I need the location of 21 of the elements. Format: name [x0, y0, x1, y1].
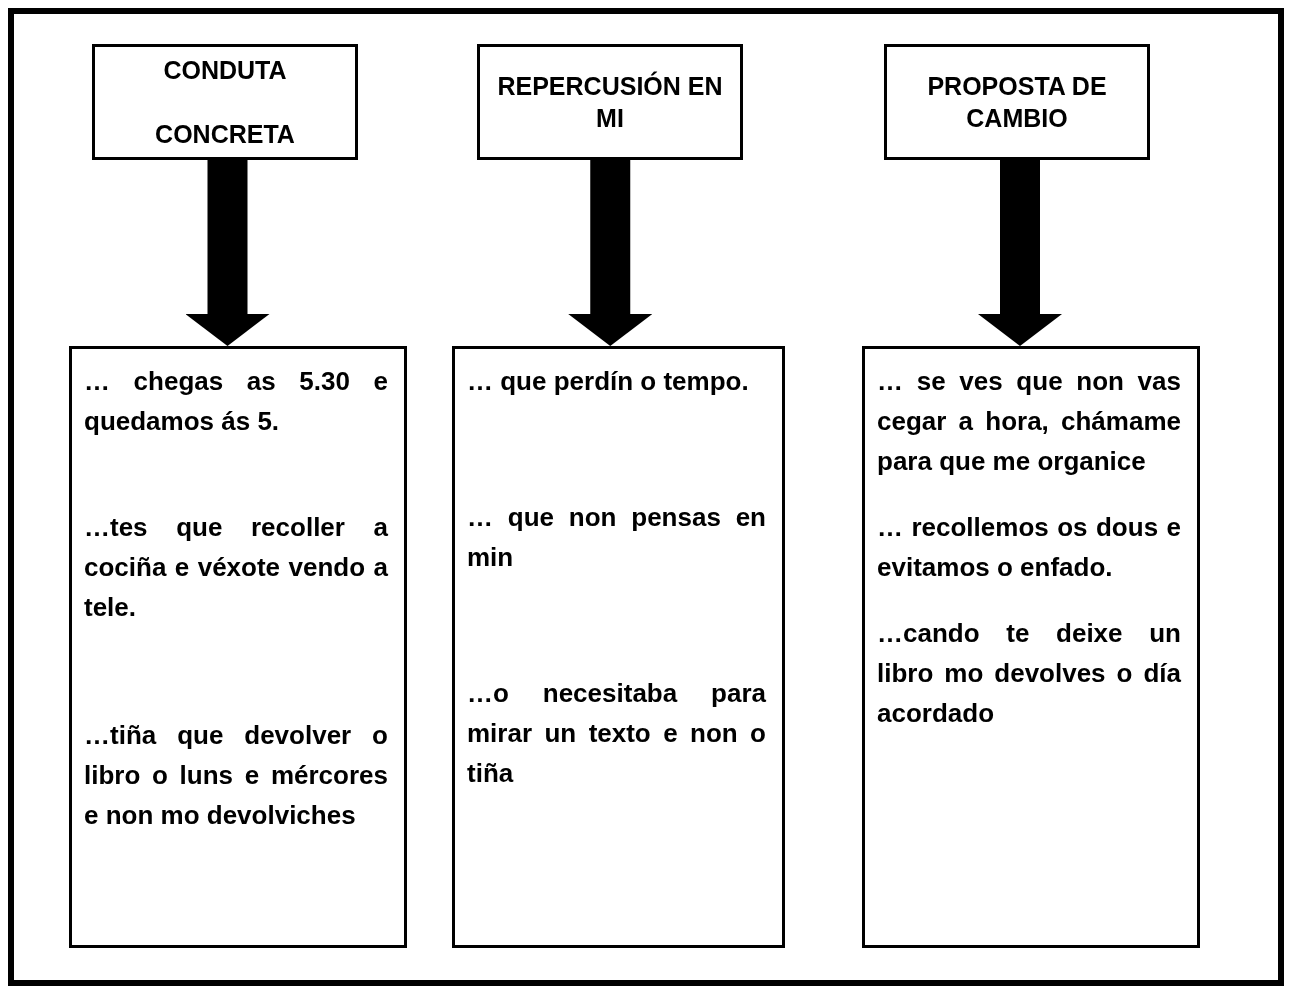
header-text: PROPOSTA DE CAMBIO — [926, 71, 1108, 134]
block-arrow — [185, 160, 270, 346]
header-box — [477, 44, 743, 160]
note-text: … recollemos os dous e evitamos o enfado. — [877, 511, 1181, 584]
note-text: …tiña que devolver o libro o luns e mércores e non mo devolviches — [84, 719, 388, 832]
note-text: … chegas as 5.30 e quedamos ás 5. — [84, 365, 388, 438]
header-box — [92, 44, 358, 160]
content-box — [69, 346, 407, 948]
note-text: … se ves que non vas cegar a hora, chámame para que me organice — [877, 365, 1181, 478]
note-text: …tes que recoller a cociña e véxote vendo a tele. — [84, 511, 388, 624]
header-text: CONDUTA CONCRETA — [154, 55, 296, 150]
header-text: REPERCUSIÓN EN MI — [496, 70, 724, 134]
note-text: … que non pensas en min — [467, 501, 766, 574]
content-box — [862, 346, 1200, 948]
note-text: …o necesitaba para mirar un texto e non o tiña — [467, 677, 766, 790]
note-text: …cando te deixe un libro mo devolves o día acordado — [877, 617, 1181, 730]
block-arrow — [978, 160, 1062, 346]
header-box — [884, 44, 1150, 160]
content-box — [452, 346, 785, 948]
note-text: … que perdín o tempo. — [467, 365, 750, 398]
block-arrow — [568, 160, 653, 346]
